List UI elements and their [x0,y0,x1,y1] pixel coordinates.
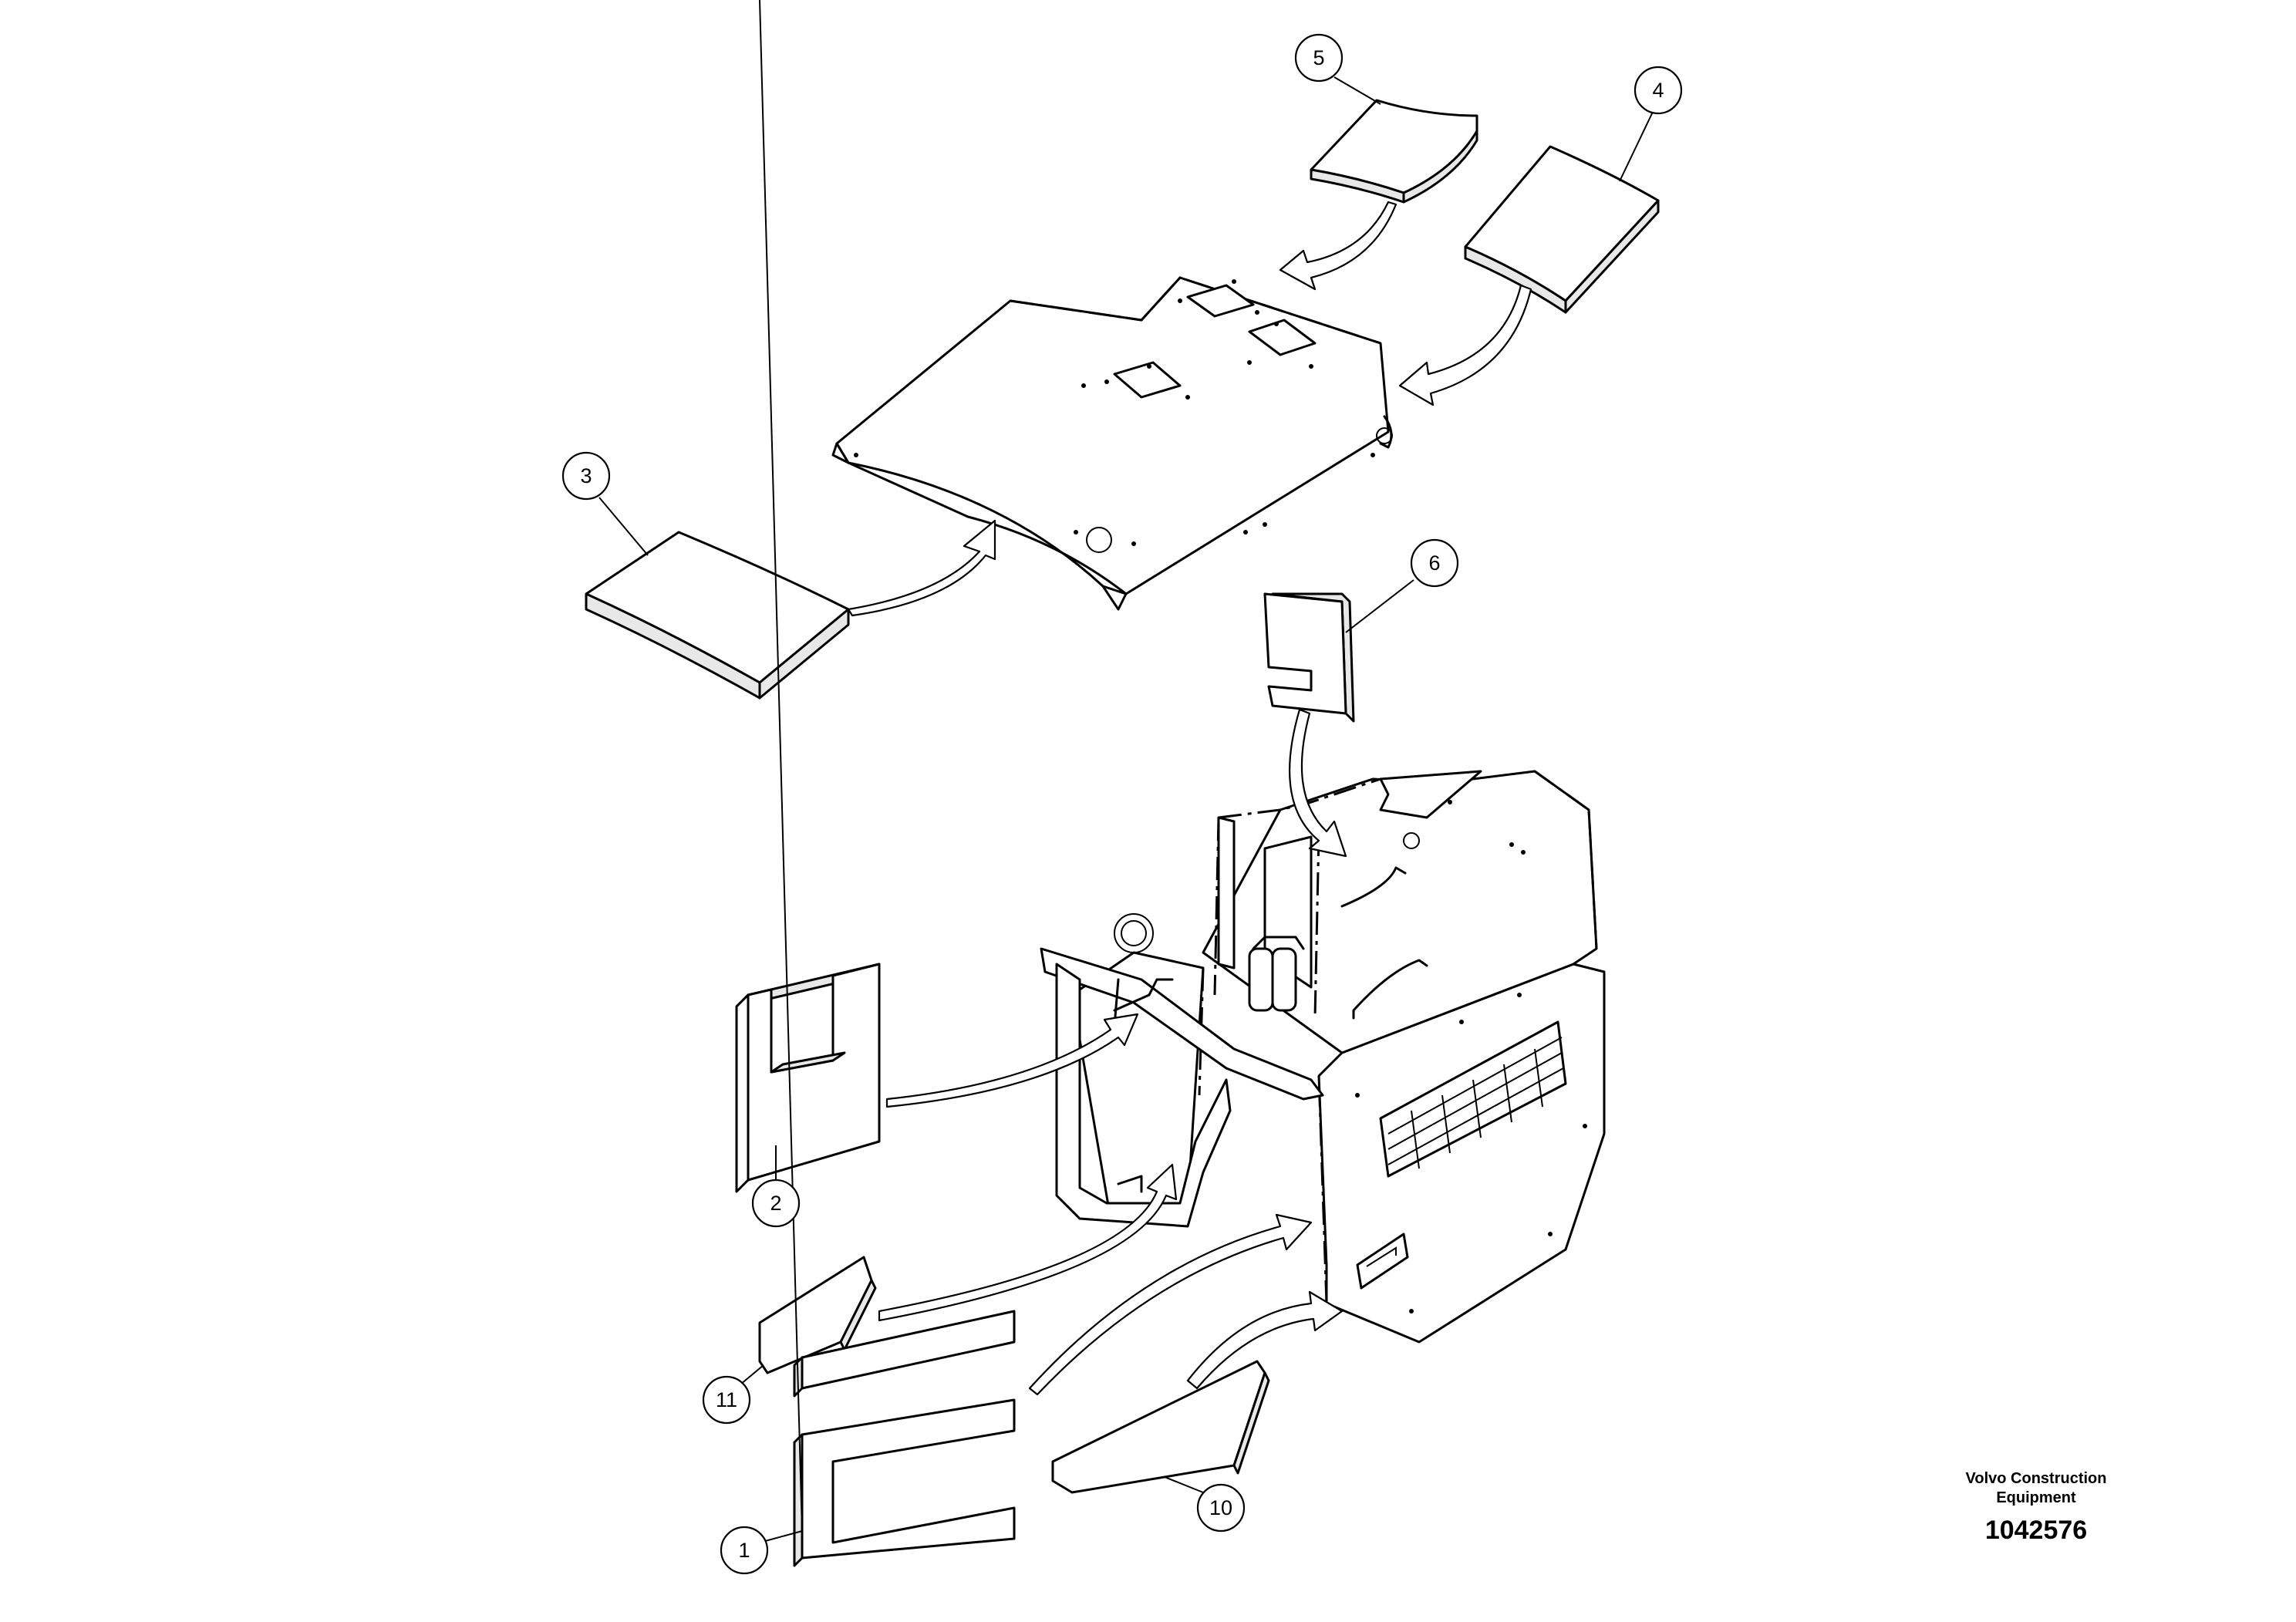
callout-3: 3 [561,451,649,556]
callout-4-label: 4 [1652,79,1664,102]
arrow-pad-2 [885,1013,1139,1108]
drawing-number: 1042576 [1984,1516,2088,1545]
insulation-pad-10 [1051,1360,1270,1494]
callout-5-label: 5 [1313,46,1324,69]
arrow-pad-11 [878,1163,1178,1322]
insulation-pad-1 [793,1310,1016,1567]
callout-11: 11 [702,1364,764,1425]
arrow-pad-5 [1279,201,1397,291]
insulation-pad-6 [1263,592,1355,723]
callout-10-label: 10 [1209,1496,1232,1519]
callout-4: 4 [1619,66,1683,182]
callout-6: 6 [1345,538,1459,633]
manufacturer-line-2: Equipment [1996,1489,2076,1506]
manufacturer-line-1: Volvo Construction [1965,1470,2107,1487]
arrow-pad-4 [1398,284,1532,406]
callout-1-label: 1 [738,1539,750,1562]
arrow-pad-3 [847,519,996,617]
callout-11-label: 11 [716,1388,737,1411]
callout-6-label: 6 [1428,551,1440,575]
callout-2: 2 [751,1145,801,1228]
arrow-pad-6 [1289,708,1347,858]
callout-10: 10 [1164,1476,1246,1533]
callout-3-label: 3 [580,464,592,487]
manufacturer-caption: Volvo Construction Equipment [1905,1469,2167,1508]
insulation-pad-2 [735,963,881,1193]
insulation-pad-3 [585,531,850,700]
insulation-pad-4 [1464,145,1660,314]
callout-5: 5 [1294,33,1381,105]
cab-body [1040,770,1606,1344]
insulation-pad-11 [758,1256,877,1374]
roof-panel [831,276,1393,611]
callout-2-label: 2 [770,1192,781,1215]
arrow-pad-10 [1186,1290,1344,1390]
callout-1: 1 [720,0,803,1575]
arrow-pad-1 [1028,1213,1313,1396]
insulation-pad-5 [1310,99,1478,204]
